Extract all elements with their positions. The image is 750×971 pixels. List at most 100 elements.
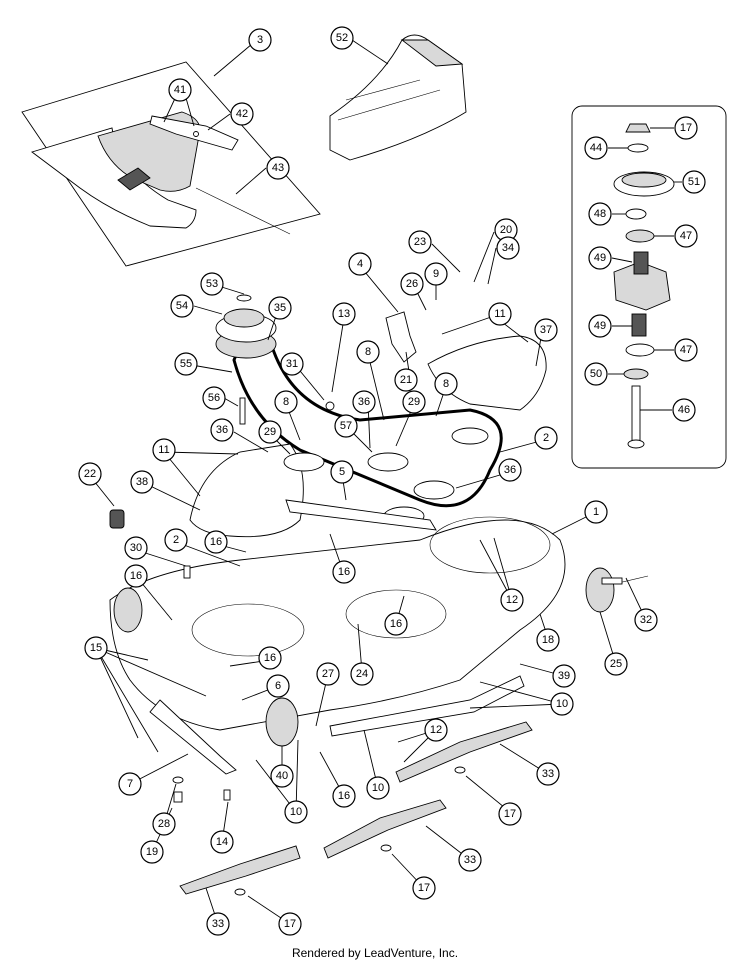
svg-text:23: 23 [414,236,426,248]
callout[interactable]: 40 [270,764,294,788]
callout[interactable]: 28 [152,812,176,836]
callout[interactable]: 22 [78,462,102,486]
callout[interactable]: 46 [672,398,696,422]
deck-spindle-well-right [429,516,551,574]
callout[interactable]: 47 [674,338,698,362]
callout[interactable]: 16 [258,646,282,670]
callout[interactable]: 6 [266,674,290,698]
callout[interactable]: 8 [356,340,380,364]
callout[interactable]: 12 [500,588,524,612]
callout[interactable]: 18 [536,628,560,652]
callout[interactable]: 34 [496,236,520,260]
deck-spindle-well-left [191,603,305,657]
callout[interactable]: 41 [168,78,192,102]
callout[interactable]: 19 [140,840,164,864]
callout[interactable]: 32 [634,608,658,632]
callout[interactable]: 17 [412,876,436,900]
callout[interactable]: 57 [334,414,358,438]
callout[interactable]: 26 [400,272,424,296]
callout[interactable]: 10 [366,776,390,800]
callout[interactable]: 4 [348,252,372,276]
callout[interactable]: 8 [274,390,298,414]
mower-deck-parts-diagram: 3 41 42 43 52 17 44 51 48 47 49 49 47 50… [21,26,727,936]
callout[interactable]: 21 [394,368,418,392]
callout[interactable]: 24 [350,662,374,686]
svg-text:3: 3 [257,34,263,46]
callout[interactable]: 33 [458,848,482,872]
left-baffle [149,699,237,775]
callout[interactable]: 11 [152,438,176,462]
front-baffle [329,675,525,737]
callout[interactable]: 16 [384,612,408,636]
callout[interactable]: 56 [202,386,226,410]
svg-text:53: 53 [206,278,218,290]
callout[interactable]: 20 [494,218,518,242]
callout[interactable]: 38 [130,470,154,494]
callout[interactable]: 16 [332,784,356,808]
svg-text:8: 8 [283,396,289,408]
callout[interactable]: 44 [584,136,608,160]
callout[interactable]: 11 [488,302,512,326]
callout[interactable]: 49 [588,246,612,270]
callout[interactable]: 52 [330,26,354,50]
callout[interactable]: 17 [674,116,698,140]
callout[interactable]: 53 [200,272,224,296]
callout[interactable]: 31 [280,352,304,376]
callout[interactable]: 2 [164,528,188,552]
callout[interactable]: 39 [552,664,576,688]
callout[interactable]: 36 [210,418,234,442]
callout[interactable]: 23 [408,230,432,254]
callout[interactable]: 36 [352,390,376,414]
callout[interactable]: 43 [266,156,290,180]
callout[interactable]: 25 [604,652,628,676]
callout[interactable]: 5 [330,460,354,484]
svg-text:46: 46 [678,404,690,416]
callout[interactable]: 36 [498,458,522,482]
callout[interactable]: 16 [332,560,356,584]
svg-text:15: 15 [90,642,102,654]
callout[interactable]: 29 [402,390,426,414]
svg-text:17: 17 [504,808,516,820]
callout[interactable]: 37 [534,318,558,342]
callout[interactable]: 14 [210,830,234,854]
callout[interactable]: 17 [498,802,522,826]
callout[interactable]: 30 [124,536,148,560]
svg-text:49: 49 [594,320,606,332]
callout[interactable]: 33 [536,762,560,786]
svg-text:12: 12 [430,724,442,736]
callout[interactable]: 1 [584,500,608,524]
svg-text:32: 32 [640,614,652,626]
mower-blades [179,721,533,895]
callout[interactable]: 10 [284,800,308,824]
callout[interactable]: 15 [84,636,108,660]
callout[interactable]: 16 [204,530,228,554]
svg-text:17: 17 [284,918,296,930]
callout[interactable]: 27 [316,662,340,686]
callout[interactable]: 42 [230,102,254,126]
callout[interactable]: 8 [434,372,458,396]
svg-text:14: 14 [216,836,228,848]
callout[interactable]: 47 [674,224,698,248]
callout[interactable]: 35 [268,296,292,320]
callout[interactable]: 17 [278,912,302,936]
callout[interactable]: 3 [248,28,272,52]
callout[interactable]: 16 [124,564,148,588]
callout[interactable]: 50 [584,362,608,386]
callout[interactable]: 2 [534,426,558,450]
svg-text:8: 8 [443,378,449,390]
svg-text:36: 36 [216,424,228,436]
callout[interactable]: 51 [682,170,706,194]
callout[interactable]: 54 [170,294,194,318]
svg-text:52: 52 [336,32,348,44]
callout[interactable]: 13 [332,302,356,326]
callout[interactable]: 29 [258,420,282,444]
callout[interactable]: 48 [588,202,612,226]
callout[interactable]: 33 [206,912,230,936]
callout[interactable]: 12 [424,718,448,742]
spindle-assembly-inset [571,105,727,469]
callout[interactable]: 49 [588,314,612,338]
callout[interactable]: 9 [424,262,448,286]
callout[interactable]: 7 [118,772,142,796]
callout[interactable]: 55 [174,352,198,376]
callout[interactable]: 10 [550,692,574,716]
